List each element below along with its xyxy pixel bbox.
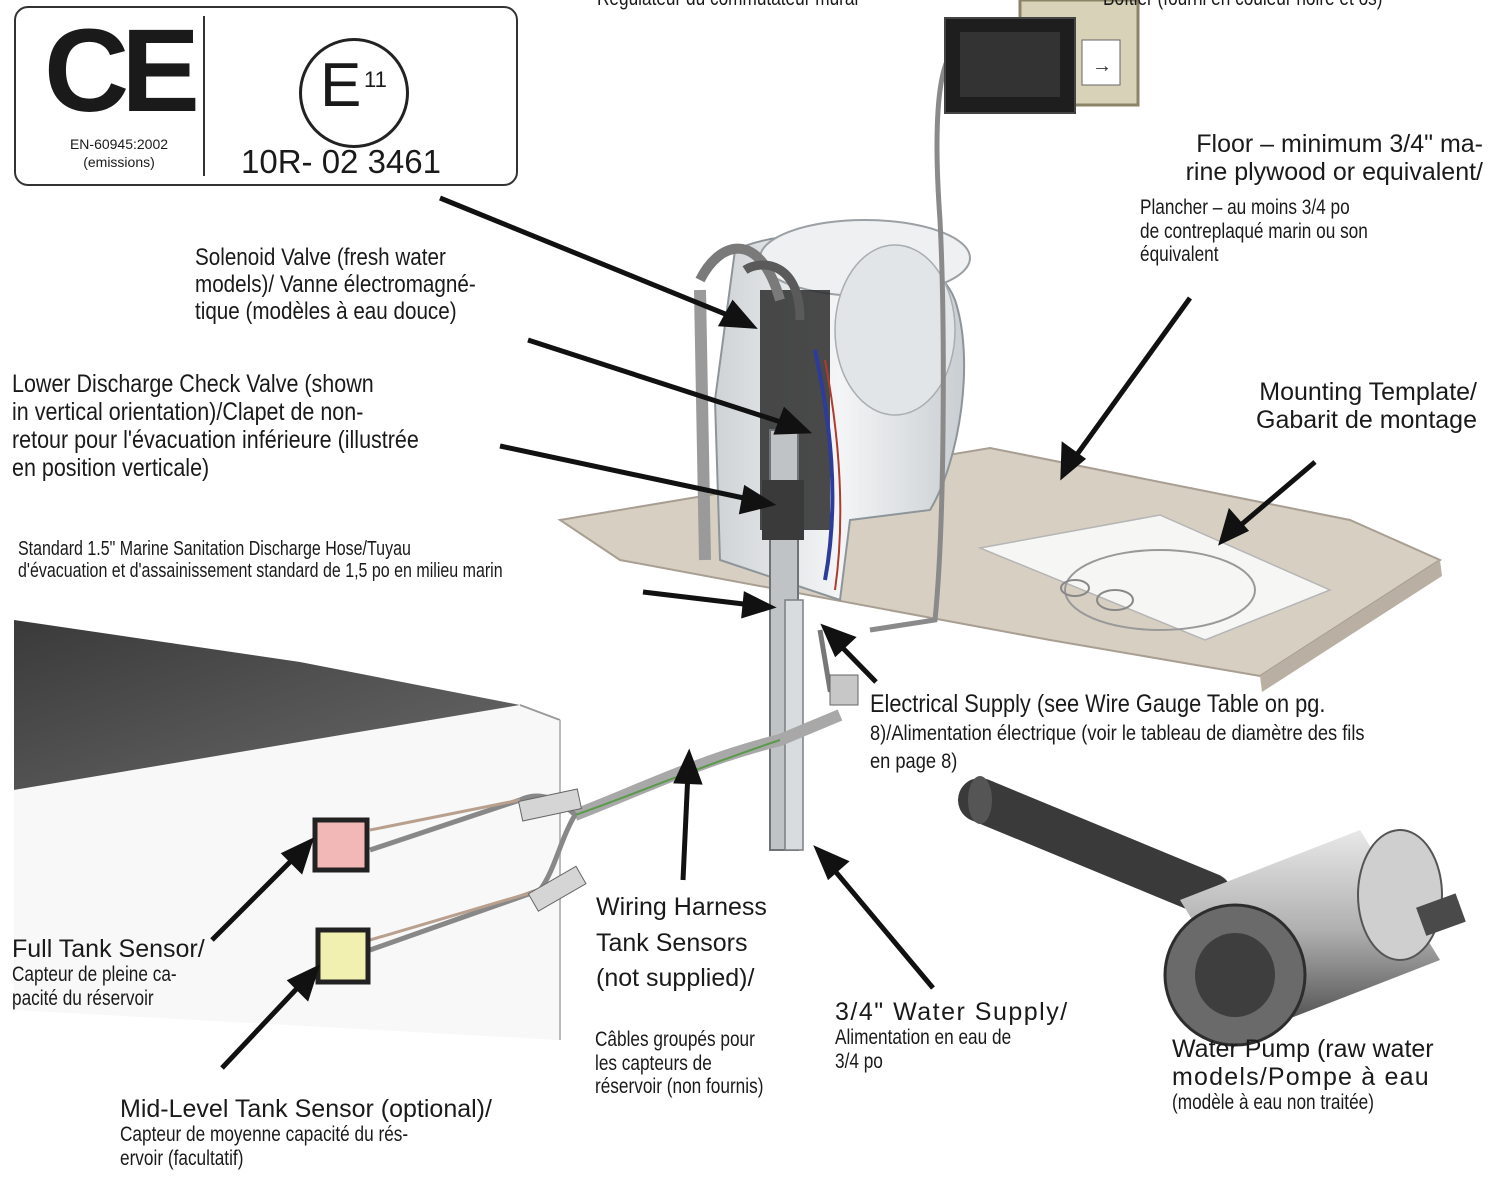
e-mark: E [320,51,362,120]
certification-box: CE EN-60945:2002 (emissions) E 11 10R- 0… [14,6,518,186]
housing-label: Boîtier (fourni en couleur noire et os) [1103,0,1444,11]
divider [203,16,205,176]
floor-label: Floor – minimum 3/4" ma-rine plywood or … [1185,130,1483,186]
full-tank-sensor [312,817,370,873]
ce-note: (emissions) [83,154,155,170]
water-pump-label: Water Pump (raw water models/Pompe à eau… [1172,1035,1434,1114]
mid-level-tank-sensor [315,927,371,985]
holding-tank-top [14,620,520,790]
mid-level-sensor-label: Mid-Level Tank Sensor (optional)/ Capteu… [120,1095,492,1170]
discharge-hose-label: Standard 1.5" Marine Sanitation Discharg… [18,538,503,583]
e-number: 11 [364,67,387,92]
wall-switch-regulator-label: Regulateur du commutateur mural [597,0,916,11]
mounting-template-label: Mounting Template/Gabarit de montage [1256,378,1477,434]
electrical-supply-label: Electrical Supply (see Wire Gauge Table … [870,690,1365,773]
ce-standard: EN-60945:2002 [69,136,169,152]
water-pump-hose [958,778,1232,917]
e-mark-circle: E 11 [299,38,409,148]
floor-board [557,446,1443,678]
mounting-template [977,514,1332,641]
svg-text:→: → [1092,55,1112,77]
callout-arrows [210,195,1317,1070]
water-supply-label: 3/4" Water Supply/ Alimentation en eau d… [835,998,1069,1073]
ce-mark: CE [44,5,200,137]
approval-number: 10R- 02 3461 [241,143,441,180]
full-tank-sensor-label: Full Tank Sensor/ Capteur de pleine ca- … [12,935,205,1010]
